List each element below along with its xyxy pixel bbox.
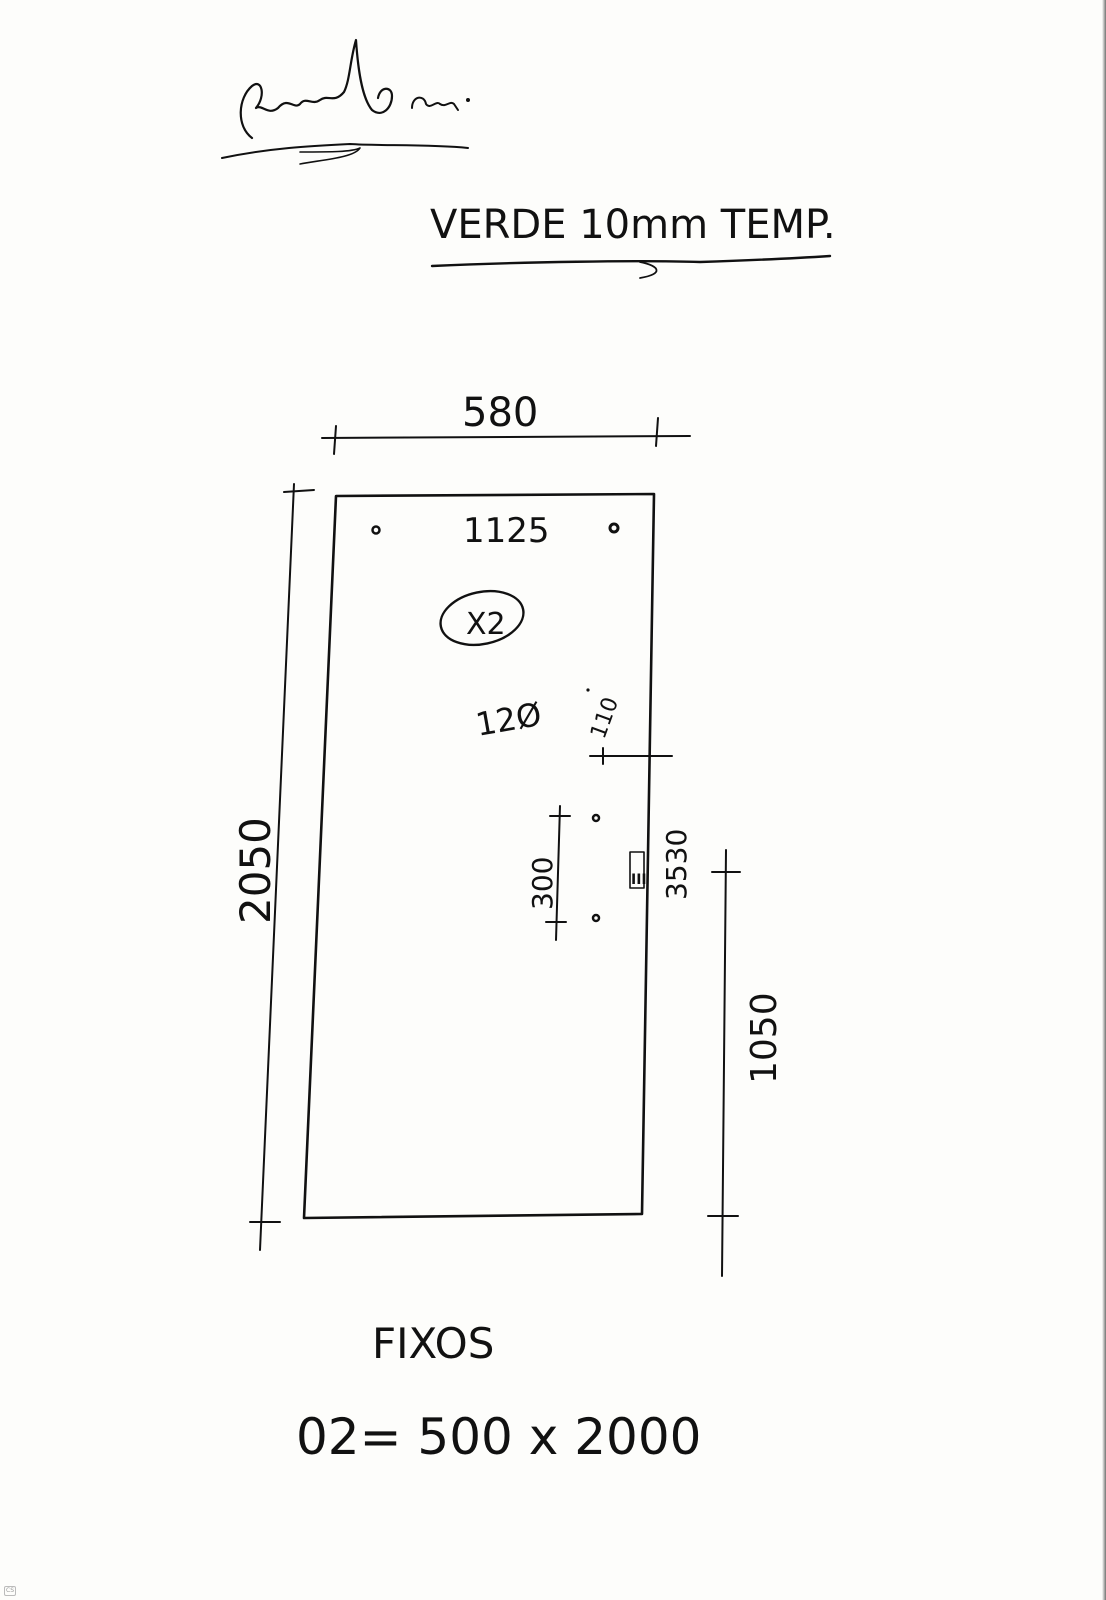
scanner-logo: CS (4, 1586, 16, 1596)
top-width-label: 580 (462, 390, 538, 436)
left-height-label: 2050 (231, 817, 280, 924)
scan-edge-shadow (1102, 0, 1106, 1600)
top-width-dimension: 580 (321, 390, 691, 455)
top-inner-label: 1125 (463, 511, 550, 551)
handle-lower-hole (591, 913, 601, 923)
handle-spacing-dimension: 300 (526, 805, 571, 941)
handle-marker: III (629, 851, 647, 889)
handle-upper-hole (591, 813, 601, 823)
left-height-dimension: 2050 (231, 483, 315, 1251)
quantity-label: X2 (466, 607, 506, 642)
handle-offset-dimension: 110 (586, 688, 673, 765)
title-group: VERDE 10mm TEMP. (430, 202, 836, 279)
handle-spacing-label: 300 (526, 857, 559, 910)
handle-offset-label: 110 (586, 694, 624, 742)
fixed-panels-spec: 02= 500 x 2000 (296, 1408, 701, 1466)
hole-diameter-label: 12Ø (473, 695, 545, 744)
glass-title: VERDE 10mm TEMP. (430, 202, 836, 248)
top-left-hole (371, 525, 381, 535)
right-height-dimension: 1050 (707, 849, 785, 1277)
signature (221, 38, 470, 165)
top-right-hole (608, 522, 620, 534)
right-height-label: 1050 (744, 992, 785, 1084)
glass-panel (302, 492, 656, 1220)
handle-height-label: 3530 (660, 829, 693, 900)
fixed-panels-label: FIXOS (372, 1319, 494, 1368)
quantity-mark: X2 (439, 589, 525, 647)
handle-mark-label: III (631, 872, 647, 888)
